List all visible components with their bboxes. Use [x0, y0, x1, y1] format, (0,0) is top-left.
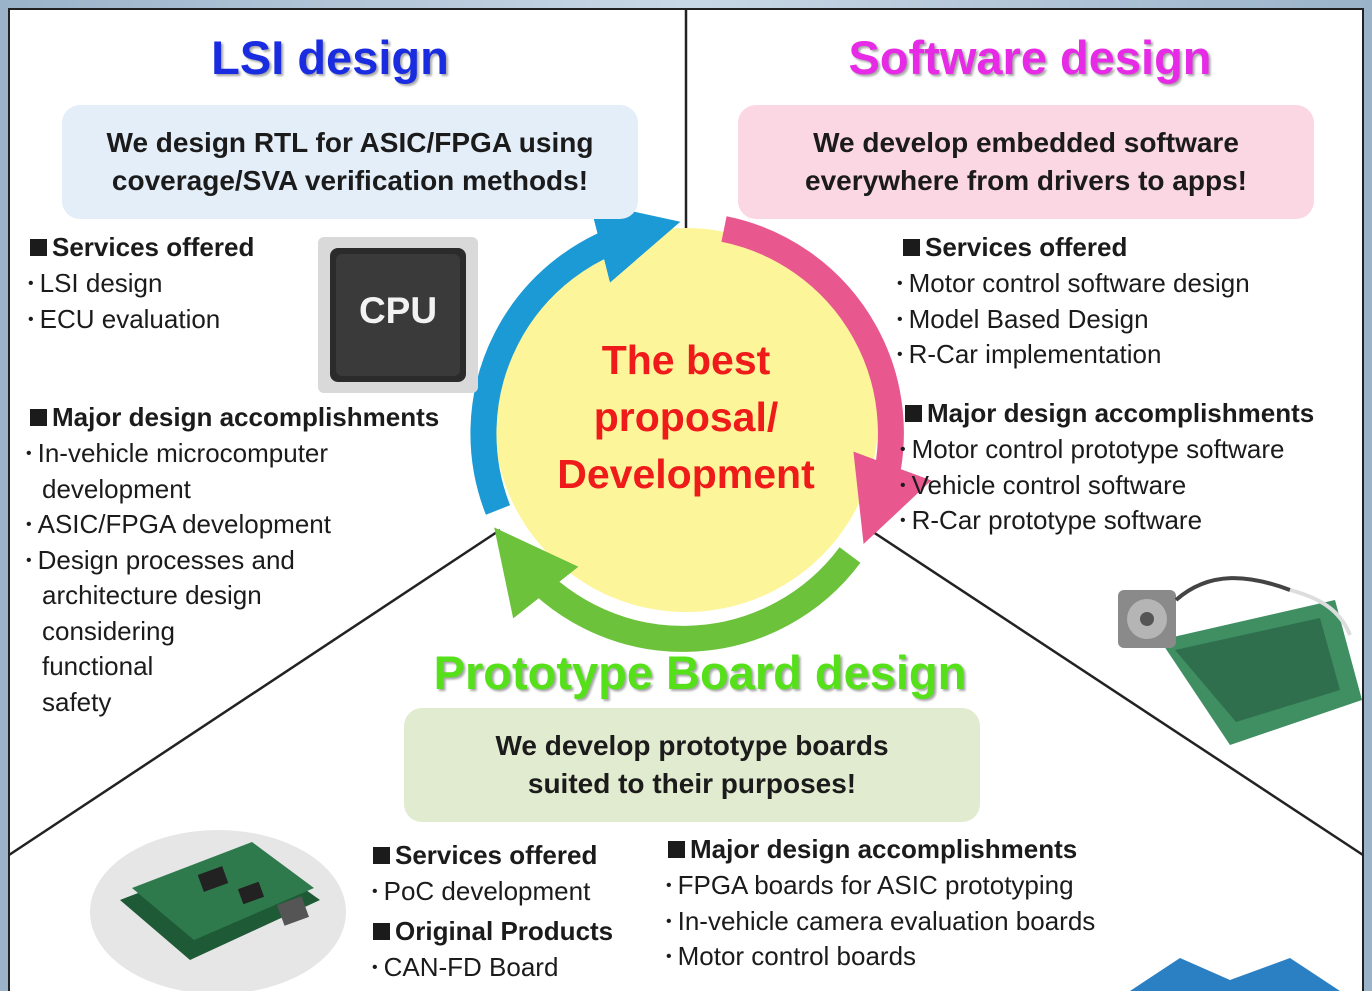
motor-board-photo [1118, 576, 1362, 745]
center-line-2: proposal/ [593, 394, 779, 440]
cpu-chip-label: CPU [358, 290, 438, 331]
lsi-accomplishments-heading: Major design accomplishments [30, 402, 439, 433]
lsi-tagline-bubble: We design RTL for ASIC/FPGA using covera… [62, 105, 638, 219]
list-item: •PoC development [372, 876, 591, 906]
list-item: •Vehicle control software [900, 469, 1187, 500]
center-line-1: The best [601, 337, 771, 383]
board-products-list: •CAN-FD Board [372, 950, 558, 986]
software-services-heading: Services offered [903, 232, 1127, 263]
board-tagline-bubble: We develop prototype boards suited to th… [404, 708, 980, 822]
divider-right [869, 528, 1364, 857]
list-item: •ASIC/FPGA development [26, 509, 331, 539]
arrow-pink-icon [721, 216, 932, 545]
list-item: •FPGA boards for ASIC prototyping [666, 870, 1074, 900]
divider-left [8, 528, 501, 857]
prototype-board-photo [90, 830, 346, 991]
software-tagline-line-1: We develop embedded software [813, 127, 1239, 158]
lsi-tagline-line-1: We design RTL for ASIC/FPGA using [106, 127, 594, 158]
board-services-list: •PoC development [372, 874, 590, 910]
board-accomplishments-heading: Major design accomplishments [668, 834, 1077, 865]
board-accomplishments-list: •FPGA boards for ASIC prototyping •In-ve… [666, 868, 1095, 975]
footer-arrow-icon [1130, 958, 1340, 991]
center-caption: The best proposal/ Development [486, 332, 886, 503]
board-title: Prototype Board design [433, 646, 967, 699]
cpu-chip-icon [318, 237, 478, 393]
lsi-services-heading: Services offered [30, 232, 254, 263]
board-services-heading: Services offered [373, 840, 597, 871]
software-title: Software design [848, 31, 1212, 84]
list-item: •Motor control boards [666, 941, 917, 971]
center-circle [494, 228, 878, 612]
list-item: •R-Car implementation [897, 339, 1162, 369]
list-item: •Motor control prototype software [900, 434, 1285, 464]
software-services-list: •Motor control software design •Model Ba… [897, 266, 1250, 373]
lsi-services-list: •LSI design •ECU evaluation [28, 266, 220, 337]
list-item: •Motor control software design [897, 268, 1250, 298]
arrow-green-icon [494, 527, 861, 652]
software-tagline-line-2: everywhere from drivers to apps! [805, 165, 1247, 196]
lsi-title: LSI design [211, 31, 449, 84]
list-item: •Design processes and architecture desig… [26, 544, 295, 717]
list-item: •Model Based Design [897, 303, 1149, 334]
list-item: •CAN-FD Board [372, 952, 559, 982]
list-item: •In-vehicle microcomputer development [26, 438, 329, 504]
board-tagline-line-1: We develop prototype boards [495, 730, 889, 761]
center-line-3: Development [557, 451, 815, 497]
board-tagline-line-2: suited to their purposes! [527, 768, 857, 799]
software-accomplishments-list: •Motor control prototype software •Vehic… [900, 432, 1284, 539]
lsi-accomplishments-list: •In-vehicle microcomputer development •A… [26, 436, 331, 720]
list-item: •In-vehicle camera evaluation boards [666, 905, 1096, 936]
software-tagline-bubble: We develop embedded software everywhere … [738, 105, 1314, 219]
arrow-blue-icon [470, 202, 681, 515]
board-products-heading: Original Products [373, 916, 613, 947]
lsi-tagline-line-2: coverage/SVA verification methods! [111, 165, 589, 196]
list-item: •LSI design [28, 268, 163, 298]
list-item: •R-Car prototype software [900, 505, 1203, 535]
software-accomplishments-heading: Major design accomplishments [905, 398, 1314, 429]
list-item: •ECU evaluation [28, 303, 221, 334]
